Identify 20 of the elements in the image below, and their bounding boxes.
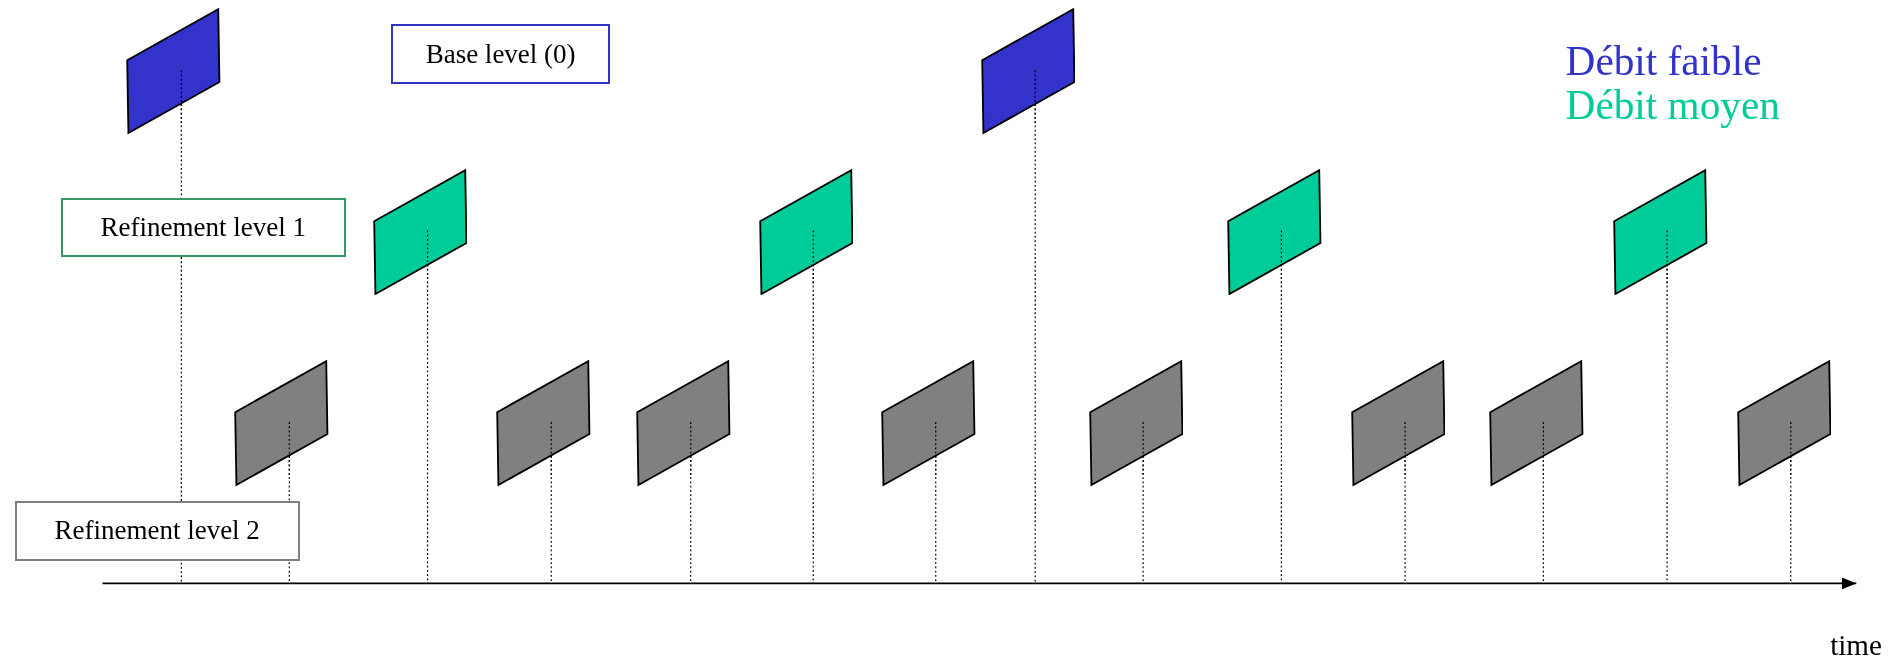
video-frame-shape	[758, 168, 854, 295]
video-frame-shape	[372, 168, 468, 295]
video-frame-shape	[635, 360, 731, 487]
axis-label: time	[1830, 631, 1882, 661]
video-frame-shape	[126, 8, 221, 135]
level-label-box: Refinement level 2	[14, 501, 300, 561]
video-frame-shape	[496, 360, 592, 487]
video-frame-shape	[980, 8, 1076, 135]
video-frame-shape	[234, 360, 329, 487]
video-frame-shape	[1088, 360, 1184, 487]
bitrate-label: Débit faible	[1565, 41, 1762, 83]
bitrate-label: Débit moyen	[1565, 84, 1780, 127]
video-frame-shape	[1612, 168, 1708, 295]
video-frame-shape	[1736, 360, 1832, 487]
level-label-box: Base level (0)	[390, 24, 611, 84]
level-label-box: Refinement level 1	[60, 197, 346, 258]
video-frame-shape	[1489, 360, 1584, 487]
video-frame-shape	[1350, 360, 1446, 487]
video-frame-shape	[1227, 168, 1322, 295]
video-frame-shape	[881, 360, 976, 487]
